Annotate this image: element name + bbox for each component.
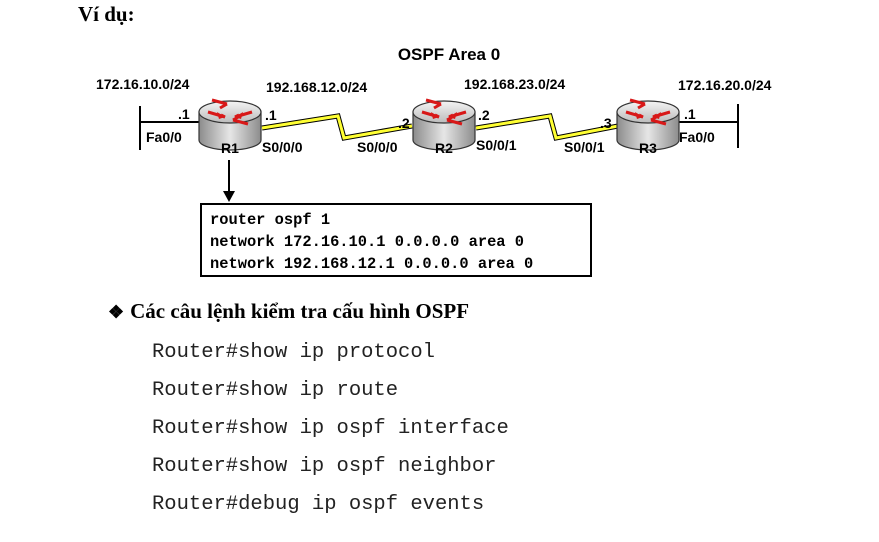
command-line: Router#show ip ospf neighbor <box>152 455 497 478</box>
r3-s001-ip: .3 <box>600 115 612 131</box>
serial-link-r1-r2 <box>261 113 413 141</box>
diamond-bullet-icon: ❖ <box>108 302 125 322</box>
example-heading: Ví dụ: <box>78 2 135 26</box>
router-r2: R2 <box>412 98 476 156</box>
r3-fa00-label: Fa0/0 <box>679 129 715 145</box>
router-r1-label: R1 <box>221 140 239 156</box>
verification-section-title: ❖Các câu lệnh kiểm tra cấu hình OSPF <box>108 299 469 324</box>
r1-s000-ip: .1 <box>265 107 277 123</box>
r2-s000-label: S0/0/0 <box>357 139 398 155</box>
network-label-lan2: 172.16.20.0/24 <box>678 77 772 93</box>
router-r2-label: R2 <box>435 140 453 156</box>
r2-s001-ip: .2 <box>478 107 490 123</box>
ospf-config-box: router ospf 1 network 172.16.10.1 0.0.0.… <box>200 203 592 277</box>
router-r3-label: R3 <box>639 140 657 156</box>
r3-fa00-ip: .1 <box>684 106 696 122</box>
network-topology-diagram: OSPF Area 0 R1 R2 R3 172.16.10.0/24 192.… <box>96 45 772 202</box>
section-title-text: Các câu lệnh kiểm tra cấu hình OSPF <box>130 299 470 323</box>
network-label-r2-r3: 192.168.23.0/24 <box>464 76 565 92</box>
network-label-r1-r2: 192.168.12.0/24 <box>266 79 367 95</box>
router-r1: R1 <box>198 98 262 156</box>
command-line: Router#debug ip ospf events <box>152 493 485 516</box>
router-r3: R3 <box>616 98 680 156</box>
r3-s001-label: S0/0/1 <box>564 139 605 155</box>
command-line: Router#show ip protocol <box>152 341 435 364</box>
command-line: Router#show ip route <box>152 379 399 402</box>
serial-link-r2-r3 <box>475 113 619 141</box>
network-label-lan1: 172.16.10.0/24 <box>96 76 190 92</box>
config-line: network 172.16.10.1 0.0.0.0 area 0 <box>210 233 525 251</box>
r2-s001-label: S0/0/1 <box>476 137 517 153</box>
r1-s000-label: S0/0/0 <box>262 139 303 155</box>
r1-fa00-ip: .1 <box>178 106 190 122</box>
r2-s000-ip: .2 <box>398 115 410 131</box>
config-line: router ospf 1 <box>210 211 331 229</box>
r1-fa00-label: Fa0/0 <box>146 129 182 145</box>
config-arrow-head <box>223 191 235 202</box>
config-line: network 192.168.12.1 0.0.0.0 area 0 <box>210 255 534 273</box>
command-list: Router#show ip protocol Router#show ip r… <box>152 341 509 531</box>
command-line: Router#show ip ospf interface <box>152 417 509 440</box>
diagram-title: OSPF Area 0 <box>398 45 500 64</box>
